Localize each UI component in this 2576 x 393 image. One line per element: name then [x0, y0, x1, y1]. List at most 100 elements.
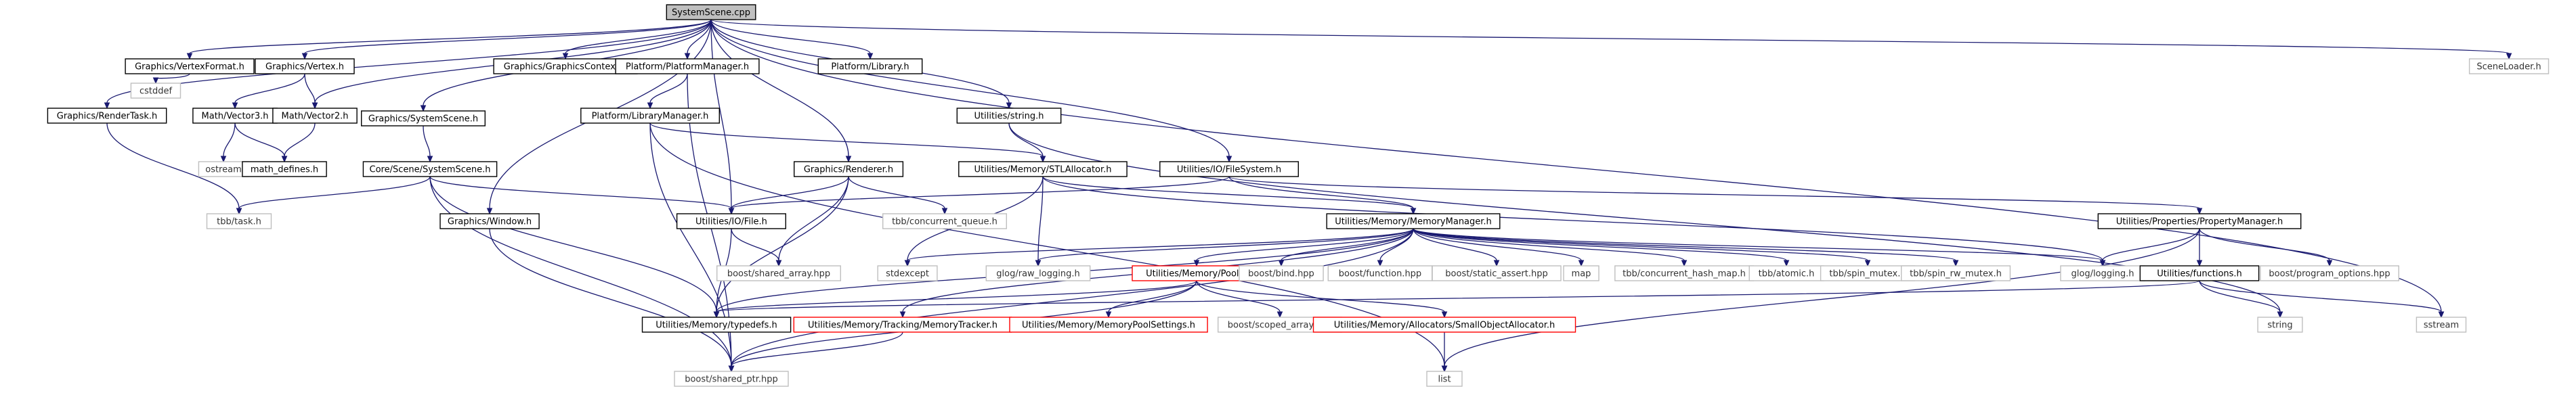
node-box [272, 108, 358, 124]
node-tchm: tbb/concurrent_hash_map.h [1614, 265, 1755, 281]
node-bsa: boost/static_assert.hpp [1432, 265, 1562, 281]
node-sstream: sstream [2416, 317, 2467, 333]
node-label: stdexcept [886, 269, 929, 279]
node-label: Utilities/Memory/Pool.h [1146, 269, 1247, 279]
node-ufn[interactable]: Utilities/functions.h [2139, 265, 2260, 281]
node-box [1326, 213, 1501, 229]
node-plib[interactable]: Platform/Library.h [817, 58, 923, 74]
edge-root-to-gctx [562, 19, 712, 60]
edge-root-to-vert [301, 19, 712, 60]
edge-umm-to-bsa [1413, 228, 1500, 267]
node-label: Platform/LibraryManager.h [592, 112, 709, 122]
node-label: Core/Scene/SystemScene.h [370, 165, 491, 175]
node-label: Platform/PlatformManager.h [626, 62, 749, 72]
node-box [1159, 161, 1300, 177]
edge-upm-to-glog [2099, 228, 2200, 267]
node-utd[interactable]: Utilities/Memory/typedefs.h [641, 317, 792, 333]
edge-mv2-to-mdef [281, 122, 316, 163]
node-gwin[interactable]: Graphics/Window.h [439, 213, 540, 229]
node-label: Platform/Library.h [831, 62, 909, 72]
node-label: Utilities/functions.h [2157, 269, 2242, 279]
node-tbbtask: tbb/task.h [206, 213, 272, 229]
edge-vert-to-mv3 [232, 73, 305, 110]
node-mdef[interactable]: math_defines.h [242, 161, 327, 177]
edge-ssc-to-css [423, 125, 433, 163]
node-box [362, 161, 498, 177]
node-box [1563, 265, 1600, 281]
node-ssc[interactable]: Graphics/SystemScene.h [361, 110, 486, 126]
node-bsp: boost/shared_ptr.hpp [674, 371, 789, 387]
node-label: Graphics/RenderTask.h [57, 112, 158, 122]
node-label: Utilities/IO/File.h [695, 217, 767, 227]
edge-upool-to-usoa [1196, 280, 1448, 319]
node-ustr[interactable]: Utilities/string.h [956, 108, 1062, 124]
node-label: boost/function.hpp [1339, 269, 1421, 279]
node-tatom: tbb/atomic.h [1748, 265, 1824, 281]
node-ufile[interactable]: Utilities/IO/File.h [676, 213, 786, 229]
edge-stl-to-glog [1042, 176, 2106, 267]
node-umps[interactable]: Utilities/Memory/MemoryPoolSettings.h [1009, 317, 1208, 333]
edge-ustr-to-stl [1008, 122, 1046, 163]
edge-css-to-ufile [429, 176, 735, 215]
node-gren[interactable]: Graphics/Renderer.h [793, 161, 904, 177]
node-box [130, 83, 181, 99]
node-vfmt[interactable]: Graphics/VertexFormat.h [125, 58, 255, 74]
node-ufs[interactable]: Utilities/IO/FileSystem.h [1159, 161, 1300, 177]
node-label: Utilities/Memory/Tracking/MemoryTracker.… [808, 321, 997, 331]
node-label: Utilities/Properties/PropertyManager.h [2116, 217, 2283, 227]
node-mv2[interactable]: Math/Vector2.h [272, 108, 358, 124]
edge-umm-to-tsrw [1413, 228, 1959, 267]
edge-umm-to-graw [1035, 228, 1414, 267]
edge-css-to-bsp [429, 176, 735, 373]
edge-root-to-vfmt [186, 19, 712, 60]
node-root[interactable]: SystemScene.cpp [666, 4, 756, 20]
node-upool[interactable]: Utilities/Memory/Pool.h [1132, 265, 1262, 281]
node-utrk[interactable]: Utilities/Memory/Tracking/MemoryTracker.… [793, 317, 1012, 333]
node-vert[interactable]: Graphics/Vertex.h [255, 58, 355, 74]
edge-gwin-to-bsp [489, 228, 735, 373]
edge-css-to-utd [429, 176, 720, 319]
node-css[interactable]: Core/Scene/SystemScene.h [362, 161, 498, 177]
node-label: boost/static_assert.hpp [1445, 269, 1547, 279]
node-box [125, 58, 255, 74]
node-mv3[interactable]: Math/Vector3.h [192, 108, 278, 124]
node-stl[interactable]: Utilities/Memory/STLAllocator.h [958, 161, 1128, 177]
node-label: Math/Vector2.h [282, 112, 349, 122]
node-plm[interactable]: Platform/LibraryManager.h [580, 108, 720, 124]
node-label: SystemScene.cpp [672, 8, 750, 18]
edge-umm-to-glog [1413, 228, 2106, 267]
node-bfunc: boost/function.hpp [1327, 265, 1433, 281]
edge-plm-to-list [649, 122, 1448, 373]
node-box [2416, 317, 2467, 333]
node-label: Utilities/Memory/MemoryPoolSettings.h [1022, 321, 1195, 331]
node-upm[interactable]: Utilities/Properties/PropertyManager.h [2097, 213, 2302, 229]
edge-layer [104, 19, 2512, 373]
node-string: string [2257, 317, 2303, 333]
node-box [2139, 265, 2260, 281]
node-box [817, 58, 923, 74]
node-rtask[interactable]: Graphics/RenderTask.h [47, 108, 167, 124]
node-label: Graphics/VertexFormat.h [135, 62, 244, 72]
node-bsca: boost/scoped_array.hpp [1217, 317, 1342, 333]
edge-umm-to-tatom [1413, 228, 1790, 267]
node-box [716, 265, 841, 281]
node-box [2257, 317, 2303, 333]
node-gctx[interactable]: Graphics/GraphicsContext.h [493, 58, 638, 74]
node-box [666, 4, 756, 20]
edge-vert-to-mv2 [304, 73, 318, 110]
node-box [1312, 317, 1576, 333]
node-box [641, 317, 792, 333]
edge-umm-to-tspin [1413, 228, 1871, 267]
node-label: SceneLoader.h [2476, 62, 2541, 72]
node-graw: glog/raw_logging.h [985, 265, 1091, 281]
node-umm[interactable]: Utilities/Memory/MemoryManager.h [1326, 213, 1501, 229]
node-usoa[interactable]: Utilities/Memory/Allocators/SmallObjectA… [1312, 317, 1576, 333]
node-label: Utilities/string.h [974, 112, 1044, 122]
node-label: glog/logging.h [2071, 269, 2134, 279]
node-box [2260, 265, 2400, 281]
node-label: Graphics/SystemScene.h [368, 114, 478, 124]
node-box [1900, 265, 2011, 281]
node-ppm[interactable]: Platform/PlatformManager.h [615, 58, 760, 74]
node-label: Graphics/GraphicsContext.h [504, 62, 628, 72]
